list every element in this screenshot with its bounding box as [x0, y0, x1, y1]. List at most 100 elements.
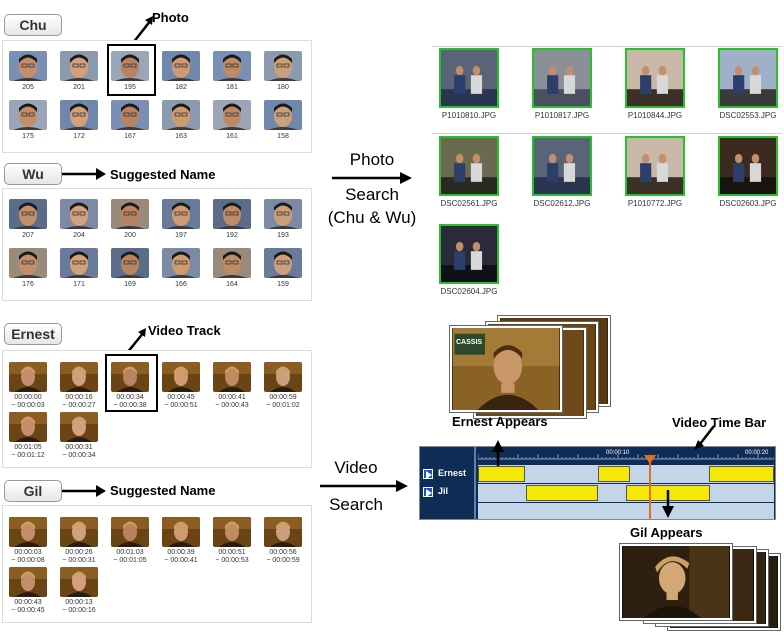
video-time-bar[interactable]: 00:00:10 00:00:20 Ernest Jil [419, 446, 776, 520]
result-divider-1 [432, 46, 782, 47]
person-tag-wu[interactable]: Wu [4, 163, 62, 185]
track-start-time: 00:00:26 [65, 549, 93, 556]
timebar-row-jil: Jil [438, 486, 449, 496]
jil-segment-1 [526, 485, 598, 501]
track-end-time: ~ 00:00:51 [164, 402, 198, 409]
face-id-label: 159 [277, 281, 289, 288]
face-thumbnail[interactable] [111, 248, 149, 278]
face-thumbnail[interactable] [264, 51, 302, 81]
face-thumbnail[interactable] [162, 248, 200, 278]
face-thumbnail[interactable] [213, 100, 251, 130]
face-thumbnail[interactable] [213, 199, 251, 229]
timebar-track-empty [478, 503, 774, 519]
photo-result-filename: P1010772.JPG [627, 199, 683, 208]
video-track-thumbnail[interactable] [60, 517, 98, 547]
track-start-time: 00:00:31 [65, 444, 93, 451]
gil-frame[interactable] [620, 544, 732, 620]
photo-callout-label: Photo [152, 10, 189, 25]
face-thumbnail[interactable] [111, 199, 149, 229]
video-track-thumbnail[interactable] [9, 517, 47, 547]
face-id-label: 204 [73, 232, 85, 239]
face-id-label: 180 [277, 84, 289, 91]
face-thumbnail[interactable] [264, 199, 302, 229]
face-id-label: 163 [175, 133, 187, 140]
face-thumbnail[interactable] [60, 51, 98, 81]
video-track-thumbnail[interactable] [9, 362, 47, 392]
track-start-time: 00:00:56 [269, 549, 297, 556]
face-id-label: 195 [124, 84, 136, 91]
ernest-frame[interactable]: CASSIS [450, 326, 562, 412]
video-track-thumbnail[interactable] [213, 517, 251, 547]
person-tag-ernest[interactable]: Ernest [4, 323, 62, 345]
photo-result-thumbnail[interactable] [439, 136, 499, 196]
video-track-thumbnail[interactable] [9, 567, 47, 597]
video-track-thumbnail[interactable] [162, 362, 200, 392]
face-thumbnail[interactable] [213, 248, 251, 278]
track-start-time: 00:00:51 [218, 549, 246, 556]
face-id-label: 192 [226, 232, 238, 239]
photo-result-thumbnail[interactable] [439, 48, 499, 108]
face-id-label: 181 [226, 84, 238, 91]
face-id-label: 167 [124, 133, 136, 140]
photo-result-thumbnail[interactable] [532, 48, 592, 108]
face-id-label: 175 [22, 133, 34, 140]
photo-result-thumbnail[interactable] [718, 136, 778, 196]
selected-face-highlight[interactable] [107, 44, 156, 96]
face-thumbnail[interactable] [111, 51, 149, 81]
video-track-thumbnail[interactable] [111, 517, 149, 547]
face-thumbnail[interactable] [9, 100, 47, 130]
video-track-thumbnail[interactable] [60, 412, 98, 442]
face-thumbnail[interactable] [213, 51, 251, 81]
face-thumbnail[interactable] [162, 51, 200, 81]
photo-search-line2: Search [345, 185, 399, 204]
track-end-time: ~ 00:00:59 [266, 557, 300, 564]
face-id-label: 197 [175, 232, 187, 239]
photo-result-thumbnail[interactable] [532, 136, 592, 196]
track-start-time: 00:00:13 [65, 599, 93, 606]
photo-result-thumbnail[interactable] [718, 48, 778, 108]
selected-track-highlight[interactable] [105, 354, 158, 412]
video-track-thumbnail[interactable] [60, 567, 98, 597]
face-thumbnail[interactable] [264, 248, 302, 278]
face-id-label: 205 [22, 84, 34, 91]
face-thumbnail[interactable] [60, 248, 98, 278]
video-track-thumbnail[interactable] [9, 412, 47, 442]
face-thumbnail[interactable] [60, 100, 98, 130]
face-id-label: 171 [73, 281, 85, 288]
video-track-thumbnail[interactable] [264, 517, 302, 547]
video-track-thumbnail[interactable] [213, 362, 251, 392]
ernest-frame-image [452, 328, 560, 410]
gil-appears-arrow [662, 490, 674, 518]
photo-result-filename: DSC02561.JPG [440, 199, 498, 208]
photo-search-arrow [332, 172, 412, 184]
face-thumbnail[interactable] [60, 199, 98, 229]
track-end-time: ~ 00:01:12 [11, 452, 45, 459]
track-start-time: 00:00:16 [65, 394, 93, 401]
ernest-segment-1 [478, 466, 525, 482]
face-thumbnail[interactable] [9, 51, 47, 81]
video-track-thumbnail[interactable] [60, 362, 98, 392]
track-start-time: 00:00:39 [167, 549, 195, 556]
playhead-marker-icon[interactable] [644, 455, 656, 464]
face-thumbnail[interactable] [264, 100, 302, 130]
person-tag-chu[interactable]: Chu [4, 14, 62, 36]
timebar-ruler [478, 454, 774, 460]
person-tag-gil[interactable]: Gil [4, 480, 62, 502]
face-thumbnail[interactable] [9, 248, 47, 278]
face-id-label: 201 [73, 84, 85, 91]
face-thumbnail[interactable] [9, 199, 47, 229]
photo-result-thumbnail[interactable] [625, 48, 685, 108]
face-thumbnail[interactable] [162, 199, 200, 229]
video-track-thumbnail[interactable] [162, 517, 200, 547]
face-thumbnail[interactable] [111, 100, 149, 130]
photo-result-thumbnail[interactable] [439, 224, 499, 284]
photo-result-filename: DSC02604.JPG [440, 287, 498, 296]
face-thumbnail[interactable] [162, 100, 200, 130]
video-track-thumbnail[interactable] [111, 362, 149, 392]
track-start-time: 00:00:43 [14, 599, 42, 606]
video-track-thumbnail[interactable] [264, 362, 302, 392]
ernest-appears-label: Ernest Appears [452, 414, 548, 429]
photo-search-line3: (Chu & Wu) [327, 208, 417, 227]
video-search-line1: Video [334, 458, 378, 477]
photo-result-thumbnail[interactable] [625, 136, 685, 196]
